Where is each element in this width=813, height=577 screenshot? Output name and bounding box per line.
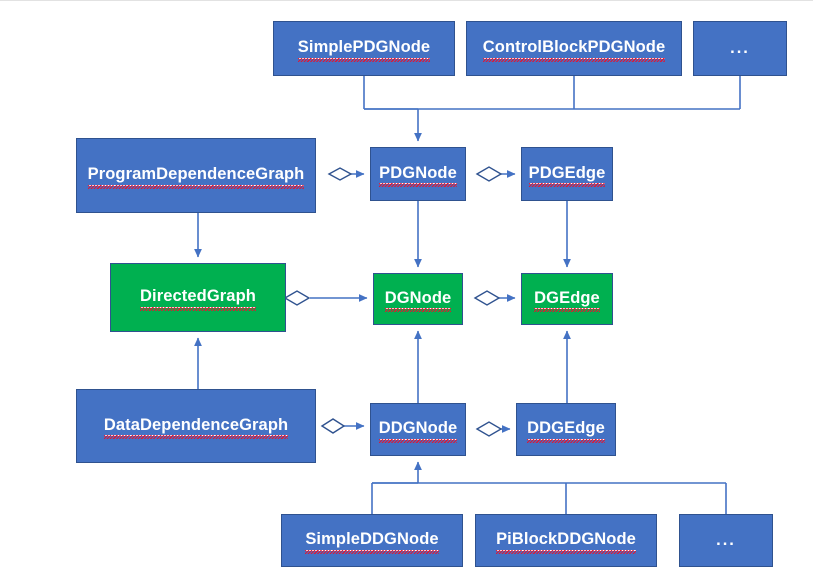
class-node-ellipsis-top[interactable]: ... bbox=[693, 21, 787, 76]
class-node-simplepdgnode[interactable]: SimplePDGNode bbox=[273, 21, 455, 76]
class-node-label: DDGEdge bbox=[527, 419, 605, 443]
class-node-ellipsis-bottom[interactable]: ... bbox=[679, 514, 773, 567]
class-node-simpleddgnode[interactable]: SimpleDDGNode bbox=[281, 514, 463, 567]
generalization-bottom-bus bbox=[371, 461, 727, 514]
class-node-label: PiBlockDDGNode bbox=[496, 530, 636, 554]
class-node-datadependencegraph[interactable]: DataDependenceGraph bbox=[76, 389, 316, 463]
class-node-label: ControlBlockPDGNode bbox=[482, 38, 666, 62]
class-node-piblockddgnode[interactable]: PiBlockDDGNode bbox=[475, 514, 657, 567]
class-node-dgnode[interactable]: DGNode bbox=[373, 273, 463, 325]
class-node-label: ... bbox=[730, 38, 750, 57]
class-node-label: SimpleDDGNode bbox=[305, 530, 439, 554]
class-node-dgedge[interactable]: DGEdge bbox=[521, 273, 613, 325]
class-node-programdependencegraph[interactable]: ProgramDependenceGraph bbox=[76, 138, 316, 213]
generalization-top-bus bbox=[363, 76, 741, 142]
class-node-label: DataDependenceGraph bbox=[103, 416, 289, 440]
class-node-ddgnode[interactable]: DDGNode bbox=[370, 403, 466, 456]
class-node-label: PDGNode bbox=[379, 164, 457, 188]
aggregation-diamond-pdg bbox=[327, 167, 353, 181]
class-node-directedgraph[interactable]: DirectedGraph bbox=[110, 263, 286, 332]
aggregation-diamond-dgnode bbox=[473, 290, 501, 306]
aggregation-diamond-ddg bbox=[320, 418, 346, 434]
class-node-ddgedge[interactable]: DDGEdge bbox=[516, 403, 616, 456]
aggregation-diamond-pdgnode bbox=[475, 166, 503, 182]
class-node-label: DDGNode bbox=[378, 419, 458, 443]
class-node-label: DGNode bbox=[384, 289, 452, 313]
class-node-label: SimplePDGNode bbox=[297, 38, 431, 62]
aggregation-diamond-directedgraph bbox=[283, 290, 311, 306]
class-node-label: DGEdge bbox=[534, 289, 600, 313]
class-node-label: ... bbox=[716, 530, 736, 549]
aggregation-diamond-ddgnode bbox=[475, 421, 503, 437]
class-node-label: DirectedGraph bbox=[140, 287, 256, 311]
class-node-pdgnode[interactable]: PDGNode bbox=[370, 147, 466, 201]
class-node-controlblockpdgnode[interactable]: ControlBlockPDGNode bbox=[466, 21, 682, 76]
class-node-label: ProgramDependenceGraph bbox=[87, 165, 305, 189]
class-node-pdgedge[interactable]: PDGEdge bbox=[521, 147, 613, 201]
class-node-label: PDGEdge bbox=[528, 164, 606, 188]
